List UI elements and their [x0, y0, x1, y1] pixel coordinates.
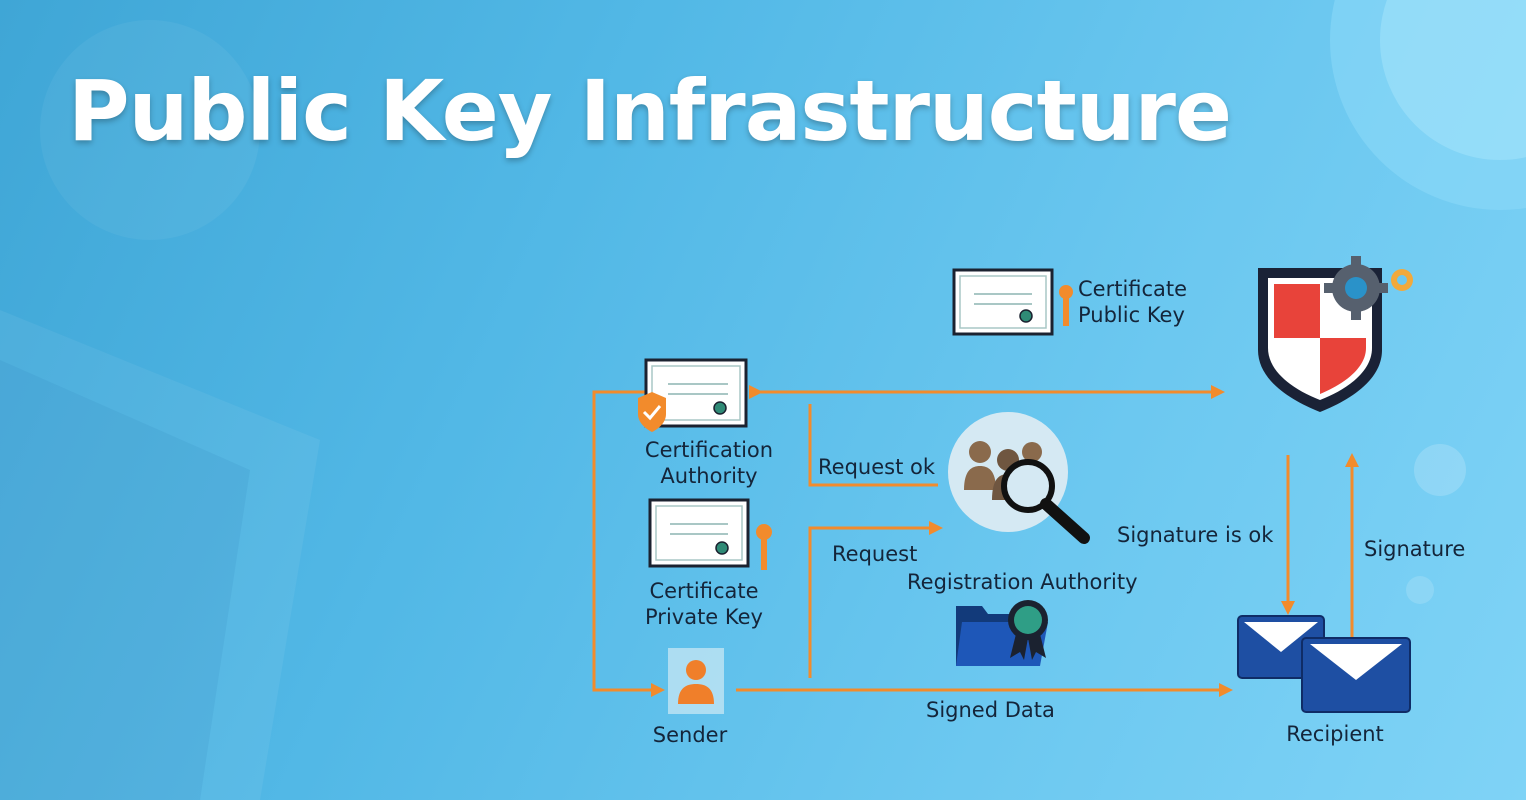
request-ok-label: Request ok [818, 455, 935, 479]
ca-to-sender-arrow [592, 390, 665, 697]
request-label: Request [832, 542, 918, 566]
ca-label-line1: Certification [644, 438, 774, 462]
security-shield-icon [1258, 256, 1413, 412]
sender-label: Sender [652, 723, 728, 747]
page-title: Public Key Infrastructure [68, 62, 1232, 160]
ca-certificate-icon [638, 358, 748, 432]
recipient-envelope-icon [1237, 615, 1411, 713]
certificate-icon [952, 268, 1073, 336]
registration-authority-icon [948, 412, 1090, 544]
ca-label-line2: Authority [660, 464, 758, 488]
recipient-label: Recipient [1286, 722, 1384, 746]
cert-public-key-label-line2: Public Key [1078, 303, 1185, 327]
folder-badge-icon [956, 600, 1048, 666]
request-arrow [808, 521, 943, 678]
cert-private-key-label-line2: Private Key [645, 605, 763, 629]
signature-ok-label: Signature is ok [1117, 523, 1274, 547]
signature-label: Signature [1364, 537, 1466, 561]
request-ok-connector [808, 404, 938, 487]
sender-person-icon [668, 648, 724, 714]
cert-public-key-label-line1: Certificate [1078, 277, 1188, 301]
signed-data-label: Signed Data [926, 698, 1055, 722]
registration-authority-label: Registration Authority [907, 570, 1138, 594]
cert-private-key-label-line1: Certificate [649, 579, 759, 603]
private-key-certificate-icon [648, 498, 772, 570]
